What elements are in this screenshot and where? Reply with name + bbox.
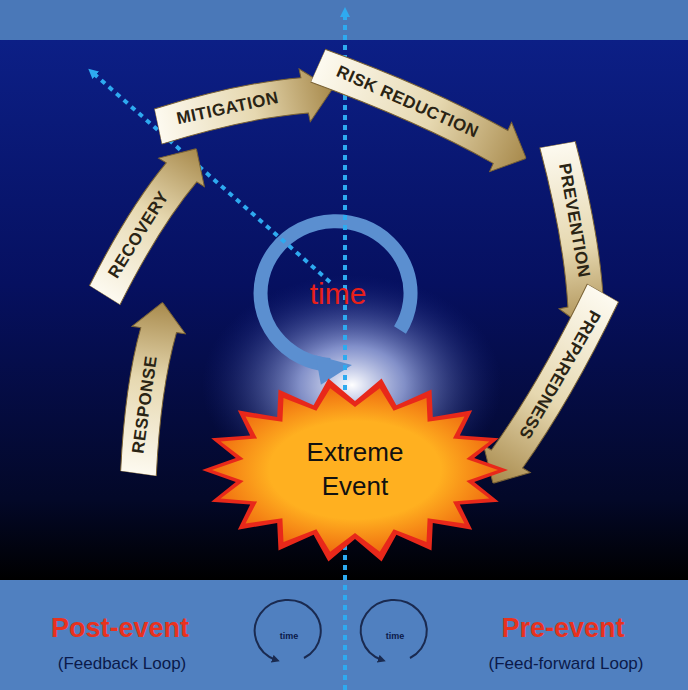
phase-label: Post-event (51, 613, 189, 644)
center-time: time (310, 277, 367, 311)
time-loop-head (316, 349, 355, 384)
event-label: Extreme Event (285, 436, 425, 504)
phase-label: Pre-event (501, 613, 624, 644)
stage-arrow: RESPONSE (110, 298, 190, 477)
loop-label: (Feed-forward Loop) (489, 654, 644, 674)
stage-label: PREPAREDNESS (487, 307, 604, 490)
stage-label: RISK REDUCTION (333, 62, 531, 165)
stage-arrow: MITIGATION (152, 62, 338, 154)
small-loop (255, 600, 321, 660)
stage-label: RECOVERY (104, 142, 202, 282)
stage-arrow: RISK REDUCTION (306, 40, 537, 184)
small-time: time (280, 631, 299, 641)
starburst-shape (200, 375, 510, 565)
loop-label: (Feedback Loop) (58, 654, 187, 674)
dotted-axis (343, 12, 347, 690)
stage-arrow: PREPAREDNESS (469, 279, 627, 498)
event-starburst: Extreme Event (200, 375, 510, 565)
main-panel (0, 40, 688, 580)
stage-arrow: RECOVERY (80, 134, 219, 310)
small-time: time (386, 631, 405, 641)
small-loop (361, 600, 427, 660)
